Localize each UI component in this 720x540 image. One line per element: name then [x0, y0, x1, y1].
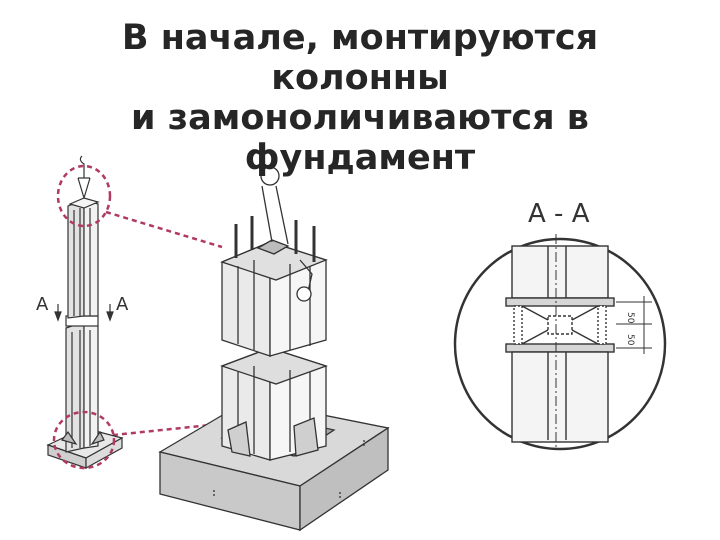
dimension-label-upper: 50: [625, 312, 635, 324]
leader-lines: [103, 210, 223, 438]
title-line-3: и замоноличиваются в: [131, 98, 589, 138]
leader-line-bottom: [103, 422, 221, 438]
title-line-2: колонны: [271, 58, 449, 98]
section-title: A - A: [528, 199, 590, 229]
callout-ellipse-bottom: [52, 410, 116, 470]
section-detail-circle: [453, 234, 667, 451]
title-line-4: фундамент: [244, 138, 476, 178]
section-marks: [54, 304, 114, 322]
section-label-right: A: [116, 294, 129, 315]
title-line-1: В начале, монтируются: [121, 18, 599, 58]
section-label-left: A: [36, 294, 49, 315]
lower-column-stub: [220, 347, 329, 461]
dimension-label-lower: 50: [625, 334, 635, 346]
slide-title: В начале, монтируются колонны и замоноли…: [60, 18, 660, 178]
leader-line-top: [105, 210, 223, 249]
callout-ellipse-top: [56, 164, 112, 228]
full-column: [46, 155, 124, 470]
upper-column: [220, 166, 328, 357]
